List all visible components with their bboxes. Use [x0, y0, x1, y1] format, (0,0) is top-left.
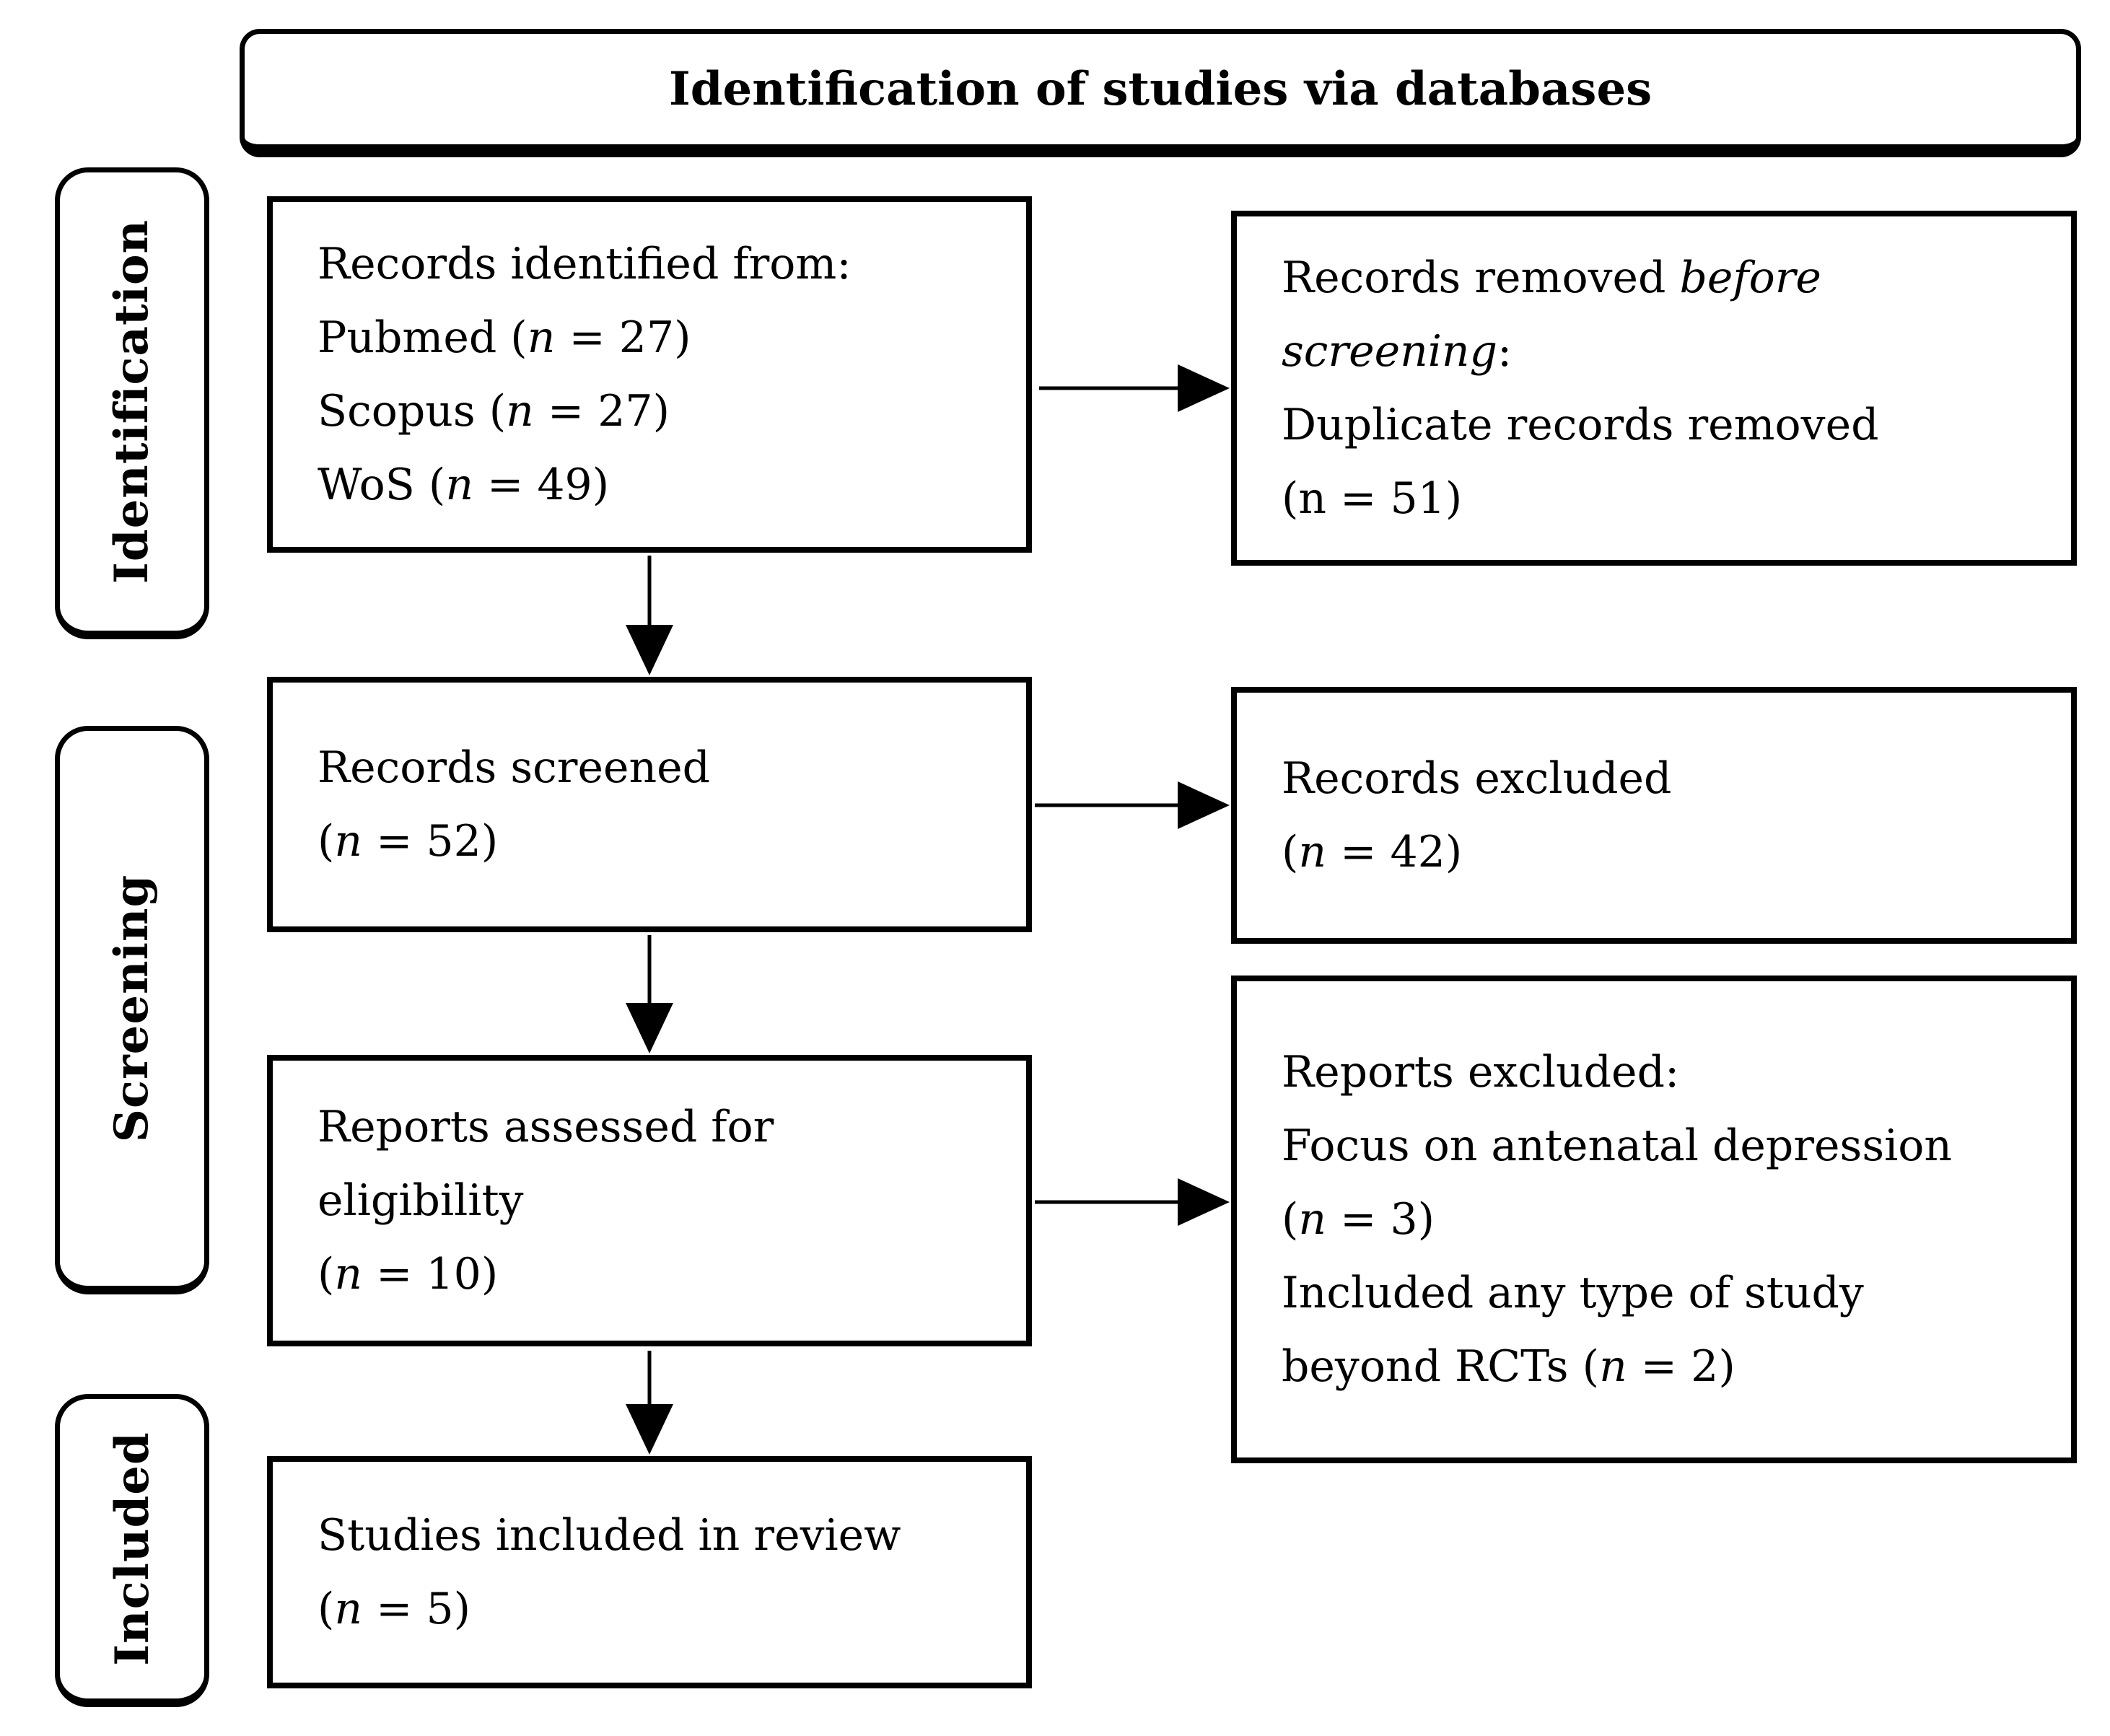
arrow-head — [626, 1003, 673, 1053]
box-studies-included: Studies included in review (n = 5) — [267, 1456, 1032, 1688]
box-records-identified: Records identified from:Pubmed (n = 27)S… — [267, 196, 1032, 553]
text-segment: = 49) — [473, 460, 610, 510]
text-line: beyond RCTs (n = 2) — [1282, 1330, 2054, 1403]
diagram-title: Identification of studies via databases — [668, 62, 1652, 116]
text-line: (n = 3) — [1282, 1183, 2054, 1256]
text-line: Records screened — [318, 731, 1009, 805]
text-line: Records identified from: — [318, 227, 1009, 301]
text-segment: ( — [318, 1584, 335, 1634]
box-reports-excluded: Reports excluded: Focus on antenatal depr… — [1231, 976, 2077, 1463]
stage-label-included-text: Included — [105, 1432, 159, 1666]
arrow-identified-to-removed-icon — [1039, 364, 1230, 412]
text-segment: Reports excluded: — [1282, 1047, 1680, 1097]
text-segment: = 10) — [362, 1249, 499, 1299]
text-segment: Records identified from: — [318, 239, 852, 289]
text-segment: = 27) — [533, 386, 670, 437]
text-segment: n — [1298, 1194, 1327, 1245]
arrow-identified-to-screened-icon — [626, 556, 673, 675]
text-segment: = 42) — [1326, 827, 1463, 877]
text-segment: n — [1599, 1341, 1627, 1392]
box-reports-assessed: Reports assessed for eligibility (n = 10) — [267, 1055, 1032, 1346]
text-segment: ( — [1282, 1194, 1299, 1245]
text-line: Reports assessed for — [318, 1090, 1009, 1164]
box-records-excluded: Records excluded (n = 42) — [1231, 687, 2077, 944]
text-line: Studies included in review — [318, 1499, 1009, 1572]
text-line: Focus on antenatal depression — [1282, 1109, 2054, 1183]
text-segment: = 5) — [362, 1584, 471, 1634]
text-line: (n = 52) — [318, 805, 1009, 878]
arrow-head — [1178, 364, 1230, 412]
text-segment: Reports assessed for — [318, 1102, 774, 1152]
text-segment: ( — [1282, 827, 1299, 877]
text-line: Scopus (n = 27) — [318, 374, 1009, 448]
text-segment: Scopus ( — [318, 386, 507, 437]
text-line: eligibility — [318, 1164, 1009, 1237]
stage-label-screening: Screening — [55, 726, 209, 1294]
text-segment: n — [334, 816, 363, 867]
stage-label-identification: Identification — [55, 167, 209, 639]
text-segment: (n = 51) — [1282, 473, 1463, 524]
text-line: Records removed before — [1282, 241, 2054, 315]
arrow-assessed-to-included-icon — [626, 1351, 673, 1455]
text-segment: = 2) — [1627, 1341, 1735, 1392]
arrow-head — [1178, 1178, 1230, 1226]
text-segment: eligibility — [318, 1175, 524, 1226]
text-line: (n = 5) — [318, 1572, 1009, 1646]
text-segment: Records excluded — [1282, 753, 1672, 804]
text-segment: ( — [318, 816, 335, 867]
text-line: Records excluded — [1282, 742, 2054, 815]
arrow-screened-to-excluded-icon — [1035, 781, 1230, 829]
text-segment: n — [334, 1584, 363, 1634]
arrow-head — [626, 1404, 673, 1455]
text-segment: beyond RCTs ( — [1282, 1341, 1600, 1392]
text-segment: Duplicate records removed — [1282, 400, 1879, 450]
text-segment: : — [1497, 326, 1513, 377]
arrow-head — [1178, 781, 1230, 829]
text-segment: = 3) — [1326, 1194, 1435, 1245]
text-segment: Focus on antenatal depression — [1282, 1121, 1953, 1171]
text-segment: Pubmed ( — [318, 312, 528, 363]
text-segment: Records removed — [1282, 253, 1680, 303]
text-segment: screening — [1282, 326, 1497, 377]
text-segment: n — [334, 1249, 363, 1299]
text-segment: = 52) — [362, 816, 499, 867]
stage-label-screening-text: Screening — [105, 874, 159, 1143]
arrow-assessed-to-reports-excluded-icon — [1035, 1178, 1230, 1226]
text-segment: Records screened — [318, 742, 711, 793]
text-line: screening: — [1282, 315, 2054, 388]
text-segment: n — [445, 460, 473, 510]
text-line: (n = 42) — [1282, 815, 2054, 889]
arrow-head — [626, 625, 673, 675]
text-segment: Studies included in review — [318, 1510, 901, 1561]
text-segment: = 27) — [555, 312, 691, 363]
text-line: Pubmed (n = 27) — [318, 301, 1009, 374]
text-segment: n — [527, 312, 556, 363]
text-line: Included any type of study — [1282, 1256, 2054, 1330]
text-line: (n = 10) — [318, 1237, 1009, 1311]
text-line: Reports excluded: — [1282, 1035, 2054, 1109]
text-line: Duplicate records removed — [1282, 388, 2054, 462]
title-box: Identification of studies via databases — [240, 29, 2081, 157]
stage-label-included: Included — [55, 1394, 209, 1707]
text-segment: n — [506, 386, 534, 437]
text-segment: n — [1298, 827, 1327, 877]
text-segment: ( — [318, 1249, 335, 1299]
text-line: (n = 51) — [1282, 462, 2054, 535]
text-line: WoS (n = 49) — [318, 448, 1009, 522]
arrow-screened-to-assessed-icon — [626, 935, 673, 1053]
text-segment: before — [1679, 253, 1821, 303]
text-segment: Included any type of study — [1282, 1268, 1864, 1318]
text-segment: WoS ( — [318, 460, 446, 510]
stage-label-identification-text: Identification — [105, 219, 159, 584]
box-records-screened: Records screened (n = 52) — [267, 677, 1032, 932]
